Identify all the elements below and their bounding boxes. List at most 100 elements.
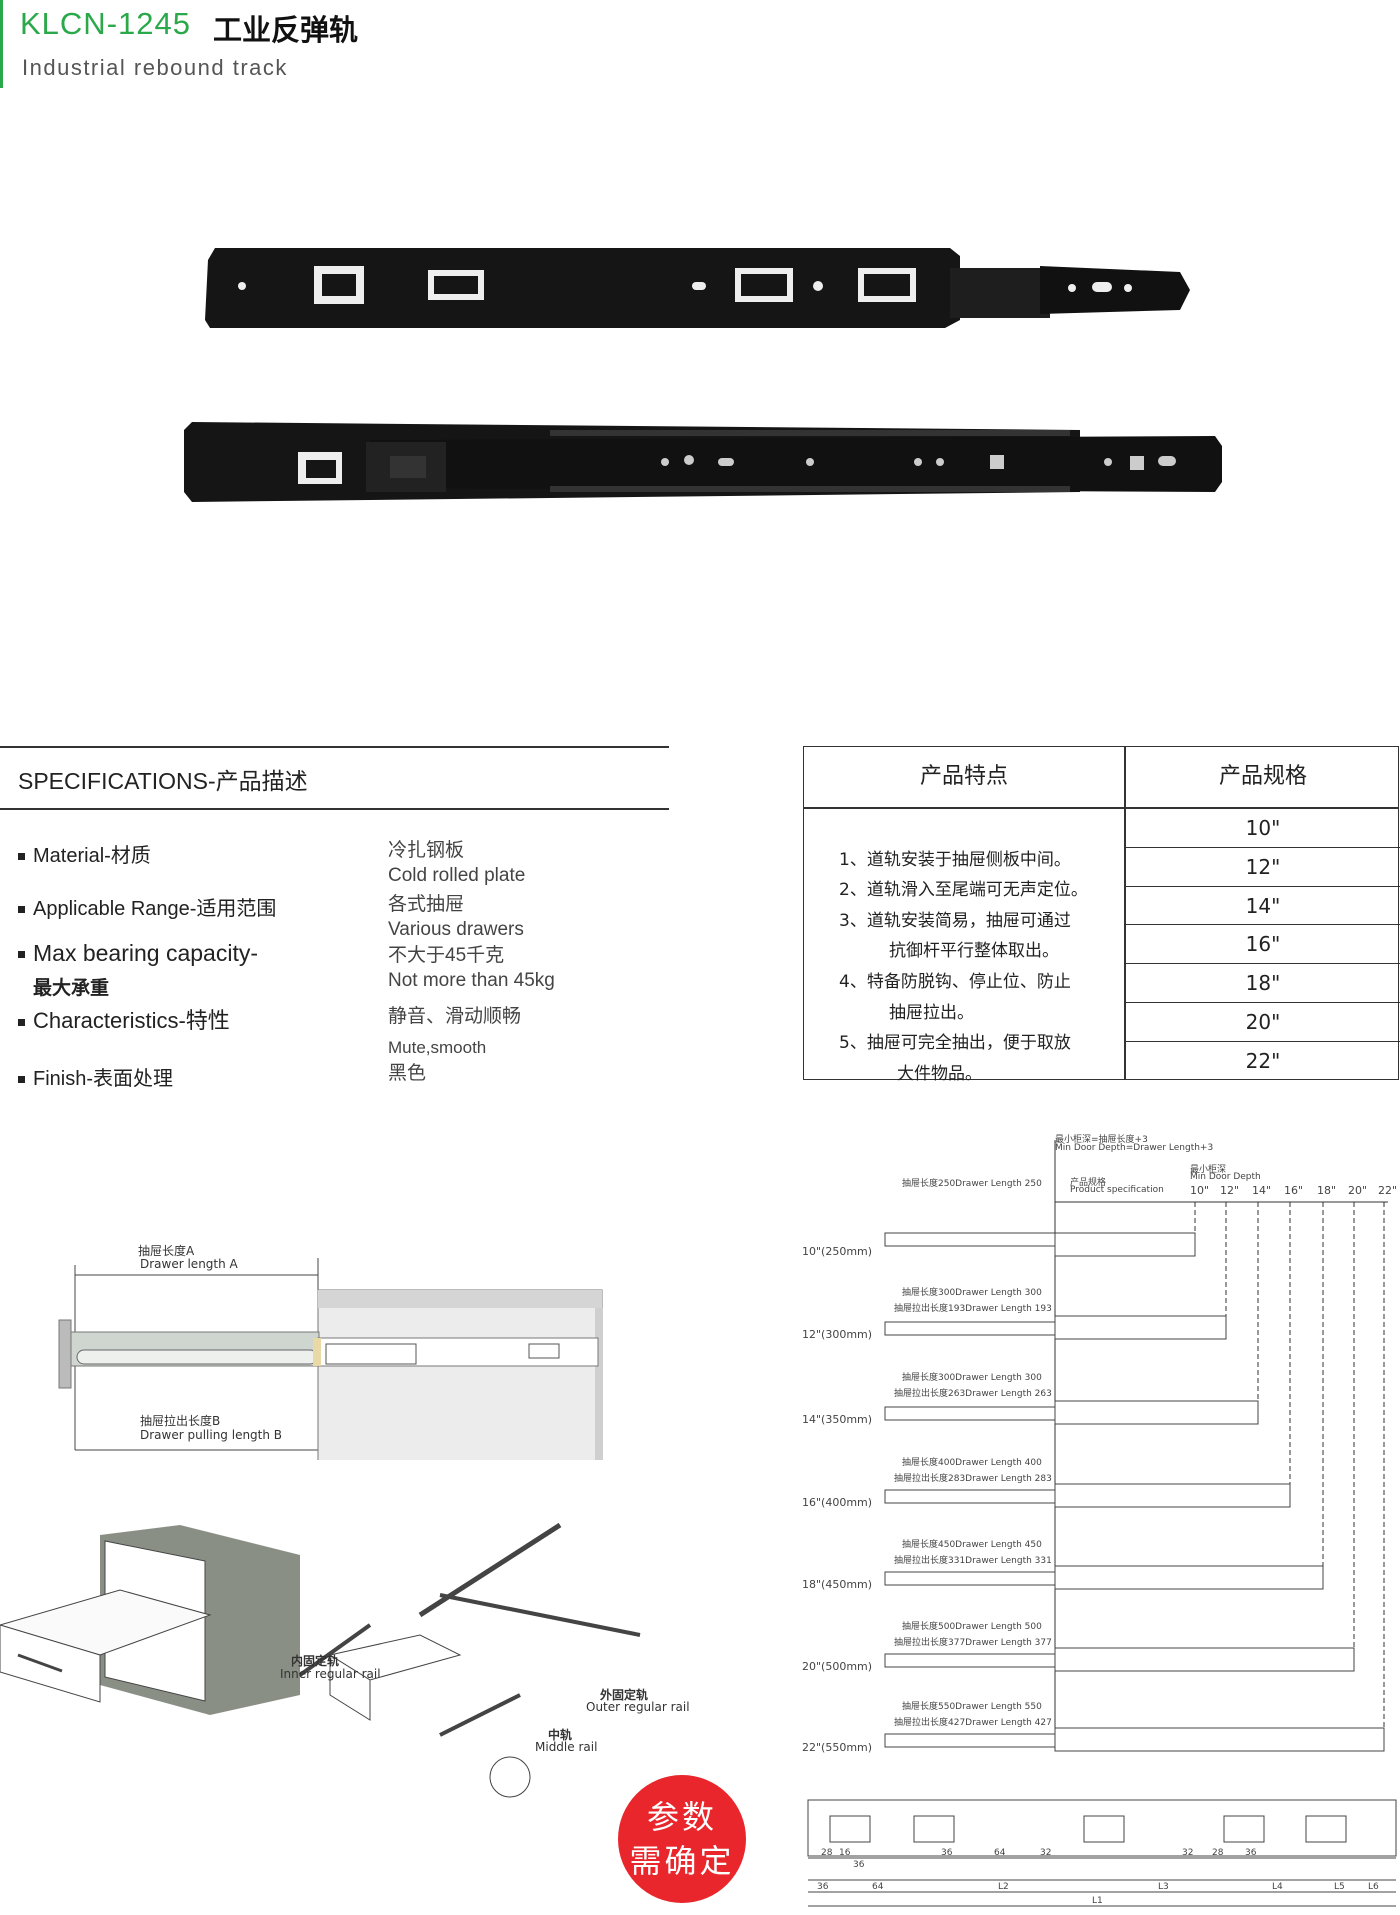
size-cell: 20"	[1126, 1003, 1400, 1042]
row-length: 抽屉长度300Drawer Length 300	[902, 1373, 1042, 1383]
hole-dim: 64	[994, 1848, 1006, 1858]
installation-diagram	[0, 1522, 641, 1798]
feature-line: 抗御杆平行整体取出。	[889, 941, 1059, 961]
row-pull: 抽屉拉出长度377Drawer Length 377	[894, 1638, 1052, 1648]
hole-dim: 32	[1040, 1848, 1052, 1858]
size-cell: 14"	[1126, 887, 1400, 926]
hole-dim: 32	[1182, 1848, 1194, 1858]
spec-value-characteristics-cn: 静音、滑动顺畅	[388, 1006, 522, 1027]
spec-value-finish: 黑色	[388, 1063, 427, 1084]
length-a-en: Drawer length A	[140, 1257, 238, 1271]
row-length: 抽屉长度500Drawer Length 500	[902, 1622, 1042, 1632]
feature-line: 2、道轨滑入至尾端可无声定位。	[839, 880, 1088, 900]
row-length: 抽屉长度250Drawer Length 250	[902, 1179, 1042, 1189]
spec-label-characteristics: Characteristics-特性	[18, 1003, 230, 1035]
outer-rail-en: Outer regular rail	[586, 1700, 690, 1714]
spec-label-finish: Finish-表面处理	[18, 1062, 173, 1091]
row-length: 抽屉长度400Drawer Length 400	[902, 1458, 1042, 1468]
parameter-confirm-stamp: 参数 需确定	[618, 1775, 746, 1903]
row-length: 抽屉长度450Drawer Length 450	[902, 1540, 1042, 1550]
feature-line: 5、抽屉可完全抽出，便于取放	[839, 1033, 1071, 1053]
min-depth-en: Min Door Depth=Drawer Length+3	[1055, 1143, 1214, 1153]
length-b-cn: 抽屉拉出长度B	[140, 1414, 221, 1428]
hole-dim: L6	[1368, 1882, 1379, 1892]
col-size: 18"	[1317, 1184, 1337, 1197]
product-name-en: Industrial rebound track	[22, 55, 288, 80]
feature-line: 1、道轨安装于抽屉侧板中间。	[839, 850, 1071, 870]
row-length: 抽屉长度550Drawer Length 550	[902, 1702, 1042, 1712]
feature-line: 大件物品。	[897, 1064, 982, 1084]
row-size-label: 20"(500mm)	[802, 1660, 873, 1673]
feature-size-table: 产品特点 产品规格 10" 12" 14" 16" 18" 20" 22" 1、…	[803, 746, 1400, 1084]
hole-dim: 64	[872, 1882, 884, 1892]
header-accent-bar	[0, 0, 3, 88]
spec-label-en: Product specification	[1070, 1185, 1164, 1195]
min-depth2-cn: 最小柜深	[1190, 1165, 1227, 1175]
row-pull: 抽屉拉出长度283Drawer Length 283	[894, 1474, 1052, 1484]
product-name-cn: 工业反弹轨	[213, 13, 359, 47]
hole-dim: L3	[1158, 1882, 1169, 1892]
size-cell: 16"	[1126, 925, 1400, 965]
row-pull: 抽屉拉出长度263Drawer Length 263	[894, 1389, 1052, 1399]
spec-value-characteristics-en: Mute,smooth	[388, 1038, 487, 1057]
min-depth-cn: 最小柜深=抽屉长度+3	[1055, 1135, 1148, 1145]
row-size-label: 16"(400mm)	[802, 1496, 873, 1509]
model-number: KLCN-1245	[20, 6, 191, 41]
row-size-label: 14"(350mm)	[802, 1413, 873, 1426]
col-size: 12"	[1220, 1184, 1240, 1197]
middle-rail-cn: 中轨	[548, 1728, 573, 1742]
col-size: 16"	[1284, 1184, 1304, 1197]
size-cell: 22"	[1245, 1048, 1281, 1073]
feature-line: 抽屉拉出。	[889, 1003, 974, 1023]
feature-line: 4、特备防脱钩、停止位、防止	[839, 972, 1071, 992]
spec-title: SPECIFICATIONS-产品描述	[18, 768, 308, 794]
table-header-features: 产品特点	[919, 764, 1008, 789]
row-size-label: 10"(250mm)	[802, 1245, 873, 1258]
spec-bottom-rule	[0, 808, 669, 810]
length-a-cn: 抽屉长度A	[138, 1244, 195, 1258]
spec-label-range: Applicable Range-适用范围	[18, 892, 276, 921]
row-pull: 抽屉拉出长度331Drawer Length 331	[894, 1556, 1052, 1566]
row-pull: 抽屉拉出长度193Drawer Length 193	[894, 1304, 1052, 1314]
stamp-line2: 需确定	[629, 1842, 735, 1880]
hole-pattern-diagram	[807, 1799, 1397, 1907]
drawer-length-diagram	[58, 1258, 603, 1460]
col-size: 10"	[1190, 1184, 1210, 1197]
row-size-label: 12"(300mm)	[802, 1328, 873, 1341]
inner-rail-cn: 内固定轨	[291, 1654, 340, 1668]
row-pull: 抽屉拉出长度427Drawer Length 427	[894, 1718, 1052, 1728]
hole-dim-total: L1	[1092, 1896, 1103, 1906]
table-header-sizes: 产品规格	[1218, 764, 1307, 789]
min-depth2-en: Min Door Depth	[1190, 1172, 1261, 1182]
spec-label-capacity: Max bearing capacity-	[18, 940, 258, 967]
feature-line: 3、道轨安装简易，抽屉可通过	[839, 911, 1071, 931]
rail-extended	[184, 422, 1222, 502]
product-rails-image	[184, 248, 1222, 502]
hole-dim: L5	[1334, 1882, 1345, 1892]
col-size: 22"	[1378, 1184, 1398, 1197]
inner-rail-en: Inner regular rail	[280, 1667, 381, 1681]
hole-dim: 36	[853, 1860, 865, 1870]
hole-dim: 28	[1212, 1848, 1224, 1858]
size-cell: 12"	[1126, 848, 1400, 887]
row-length: 抽屉长度300Drawer Length 300	[902, 1288, 1042, 1298]
spec-label-capacity-cn: 最大承重	[33, 978, 110, 999]
hole-dim: 36	[941, 1848, 953, 1858]
size-chart-lines	[884, 1140, 1388, 1752]
length-b-en: Drawer pulling length B	[140, 1428, 283, 1442]
stamp-line1: 参数	[646, 1798, 717, 1836]
hole-dim: L2	[998, 1882, 1009, 1892]
spec-label-material: Material-材质	[18, 839, 151, 868]
size-cell: 18"	[1126, 964, 1400, 1003]
hole-dim: 36	[1245, 1848, 1257, 1858]
rail-closed	[205, 248, 1190, 328]
row-size-label: 18"(450mm)	[802, 1578, 873, 1591]
spec-top-rule	[0, 746, 669, 748]
row-size-label: 22"(550mm)	[802, 1741, 873, 1754]
middle-rail-en: Middle rail	[535, 1740, 598, 1754]
hole-dim: 28	[821, 1848, 833, 1858]
hole-dim: 16	[839, 1848, 851, 1858]
outer-rail-cn: 外固定轨	[600, 1688, 649, 1702]
